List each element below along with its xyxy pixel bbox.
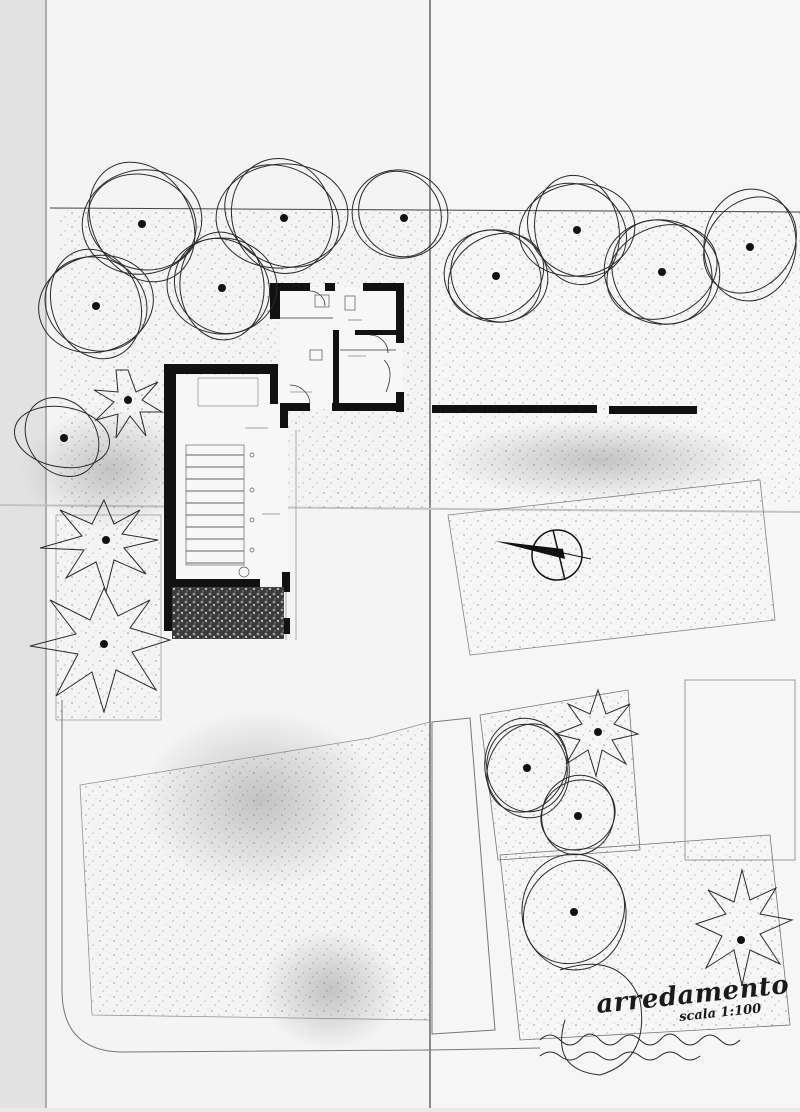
- hedge-scribble: [539, 1033, 741, 1061]
- tree-canopies: [13, 158, 797, 1076]
- tree: [215, 158, 349, 274]
- site-outlines: [61, 430, 796, 1053]
- stippled-ground: [55, 210, 800, 1041]
- gravel-entrance: [172, 587, 284, 639]
- garden-wall: [432, 405, 697, 414]
- spiky-shrubs: [29, 369, 794, 986]
- palm-shrub: [694, 868, 794, 986]
- shrub-outline: [559, 963, 643, 1076]
- tree: [540, 774, 616, 856]
- north-arrow-icon: [495, 529, 592, 581]
- palm-shrub: [93, 369, 164, 439]
- palm-shrub: [29, 586, 172, 714]
- staircase: [186, 445, 244, 565]
- building-floor-plan: [164, 283, 404, 639]
- tree: [521, 853, 627, 971]
- tree: [603, 219, 721, 325]
- tree: [518, 174, 636, 286]
- tree-trunks: [60, 214, 754, 944]
- tree: [81, 161, 203, 283]
- tree: [703, 188, 797, 302]
- tree: [13, 396, 111, 478]
- tree: [166, 231, 278, 341]
- palm-shrub: [554, 688, 640, 778]
